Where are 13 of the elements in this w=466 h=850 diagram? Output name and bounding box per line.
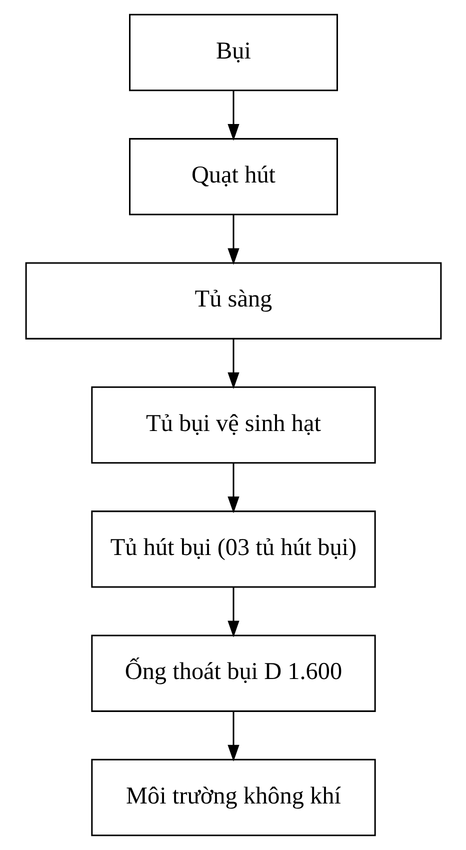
node-box: Quạt hút: [128, 138, 338, 216]
arrow: [227, 214, 239, 265]
node-box: Môi trường không khí: [90, 758, 376, 836]
node-box: Tủ sàng: [24, 262, 442, 340]
node-box: Bụi: [128, 14, 338, 92]
arrow: [227, 711, 239, 762]
node-box: Ống thoát bụi D 1.600: [90, 634, 376, 712]
node-box: Tủ hút bụi (03 tủ hút bụi): [90, 510, 376, 588]
node-box: Tủ bụi vệ sinh hạt: [90, 386, 376, 464]
arrow: [227, 338, 239, 390]
arrow: [227, 462, 239, 514]
arrow: [227, 90, 239, 141]
arrow: [227, 587, 239, 638]
